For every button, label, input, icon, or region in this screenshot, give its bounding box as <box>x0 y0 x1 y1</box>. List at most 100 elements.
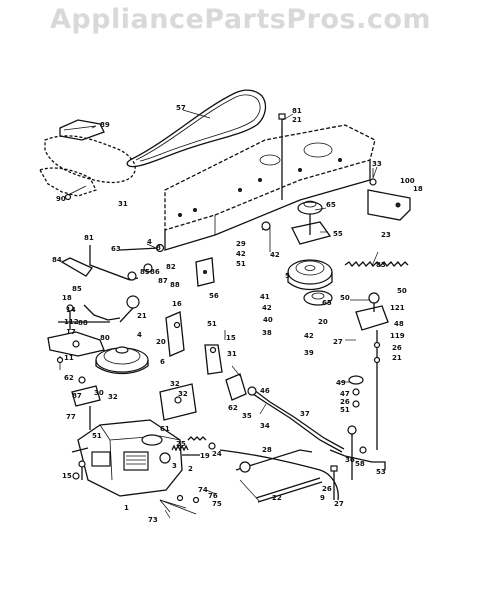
callout-65: 65 <box>326 201 336 209</box>
callout-32b: 32 <box>178 390 188 398</box>
callout-77: 77 <box>66 413 76 421</box>
shaft-37[interactable] <box>247 386 345 453</box>
callout-39: 39 <box>304 349 314 357</box>
callout-21: 21 <box>292 116 302 124</box>
callout-81: 81 <box>292 107 302 115</box>
callout-87: 87 <box>158 277 168 285</box>
callout-73: 73 <box>148 516 158 524</box>
callout-74: 74 <box>198 486 208 494</box>
brake-bracket-48[interactable] <box>355 292 389 450</box>
callout-4: 4 <box>147 238 152 246</box>
spring-19[interactable] <box>187 436 216 450</box>
plate-56[interactable] <box>195 257 215 287</box>
callout-80: 80 <box>100 334 110 342</box>
callout-9: 9 <box>320 494 325 502</box>
callout-51d: 51 <box>340 406 350 414</box>
transmission[interactable] <box>71 419 200 497</box>
bracket-32[interactable] <box>159 383 197 421</box>
rod-22[interactable] <box>219 449 339 503</box>
callout-34: 34 <box>260 422 270 430</box>
callout-18b: 18 <box>62 294 72 302</box>
callout-62b: 62 <box>228 404 238 412</box>
callout-42d: 42 <box>304 332 314 340</box>
bolt-15[interactable] <box>78 460 86 480</box>
bracket-33[interactable] <box>367 168 411 221</box>
callout-47: 47 <box>340 390 350 398</box>
callout-121: 121 <box>390 304 405 312</box>
callout-26c: 26 <box>322 485 332 493</box>
callout-76: 76 <box>208 492 218 500</box>
spring-83[interactable] <box>344 261 409 267</box>
pivot-47[interactable] <box>348 375 364 408</box>
callout-6: 6 <box>160 358 165 366</box>
spring-25[interactable] <box>171 444 189 452</box>
callout-61: 61 <box>160 425 170 433</box>
callout-1: 1 <box>124 504 129 512</box>
knob-85[interactable] <box>119 295 140 323</box>
callout-15b: 15 <box>62 472 72 480</box>
tractor-frame[interactable] <box>164 124 376 251</box>
callout-3: 3 <box>172 462 177 470</box>
callout-89: 89 <box>100 121 110 129</box>
callout-11: 11 <box>64 354 74 362</box>
callout-30: 30 <box>94 389 104 397</box>
callout-17: 17 <box>66 328 76 336</box>
drive-belt[interactable] <box>126 89 267 168</box>
callout-82: 82 <box>166 263 176 271</box>
callout-42: 42 <box>236 250 246 258</box>
lever-77[interactable] <box>71 376 101 430</box>
callout-32: 32 <box>170 380 180 388</box>
brake-rod-53[interactable] <box>329 425 386 480</box>
callout-62: 62 <box>64 374 74 382</box>
callout-58: 58 <box>355 460 365 468</box>
drive-pulley[interactable] <box>95 346 149 375</box>
pulley-65[interactable] <box>303 290 333 306</box>
callout-65b: 65 <box>322 299 332 307</box>
site-watermark: AppliancePartsPros.com <box>49 4 432 35</box>
callout-51c: 51 <box>92 432 102 440</box>
spacer-62[interactable] <box>225 373 247 401</box>
callout-84: 84 <box>52 256 62 264</box>
callout-49: 49 <box>336 379 346 387</box>
electric-clutch[interactable] <box>287 259 333 291</box>
rod-28[interactable] <box>235 449 313 473</box>
lift-lever[interactable] <box>60 243 165 281</box>
callout-26b: 26 <box>340 398 350 406</box>
callout-51: 51 <box>236 260 246 268</box>
callout-51b: 51 <box>207 320 217 328</box>
callout-27: 27 <box>333 338 343 346</box>
callout-2: 2 <box>188 465 193 473</box>
fender-bracket[interactable] <box>39 119 136 201</box>
hardware-73[interactable] <box>159 494 200 515</box>
callout-36: 36 <box>345 456 355 464</box>
callout-20b: 20 <box>156 338 166 346</box>
idler-pulley-assembly[interactable] <box>297 200 323 235</box>
pivot-plate-80[interactable] <box>47 331 105 370</box>
callout-29: 29 <box>236 240 246 248</box>
callout-38: 38 <box>262 329 272 337</box>
callout-15: 15 <box>226 334 236 342</box>
callout-26: 26 <box>392 344 402 352</box>
callout-31b: 31 <box>227 350 237 358</box>
callout-31: 31 <box>118 200 128 208</box>
bracket-16[interactable] <box>165 311 185 357</box>
callout-19: 19 <box>200 452 210 460</box>
callout-21c: 21 <box>137 312 147 320</box>
callout-56: 56 <box>209 292 219 300</box>
callout-42b: 42 <box>270 251 280 259</box>
link-15[interactable] <box>204 330 226 375</box>
callout-20: 20 <box>318 318 328 326</box>
linkage-rod[interactable] <box>58 304 121 330</box>
callout-88b: 88 <box>78 319 88 327</box>
callout-labels: 57 81 21 89 90 31 33 100 18 65 23 81 63 … <box>52 104 423 524</box>
bolt-27[interactable] <box>330 465 338 500</box>
callout-81b: 81 <box>84 234 94 242</box>
bracket-55[interactable] <box>261 221 332 252</box>
callout-88: 88 <box>170 281 180 289</box>
bolt-81[interactable] <box>278 113 286 200</box>
callout-8: 8 <box>156 244 161 252</box>
callout-48: 48 <box>394 320 404 328</box>
callout-85: 85 <box>140 268 150 276</box>
callout-22: 22 <box>272 494 282 502</box>
